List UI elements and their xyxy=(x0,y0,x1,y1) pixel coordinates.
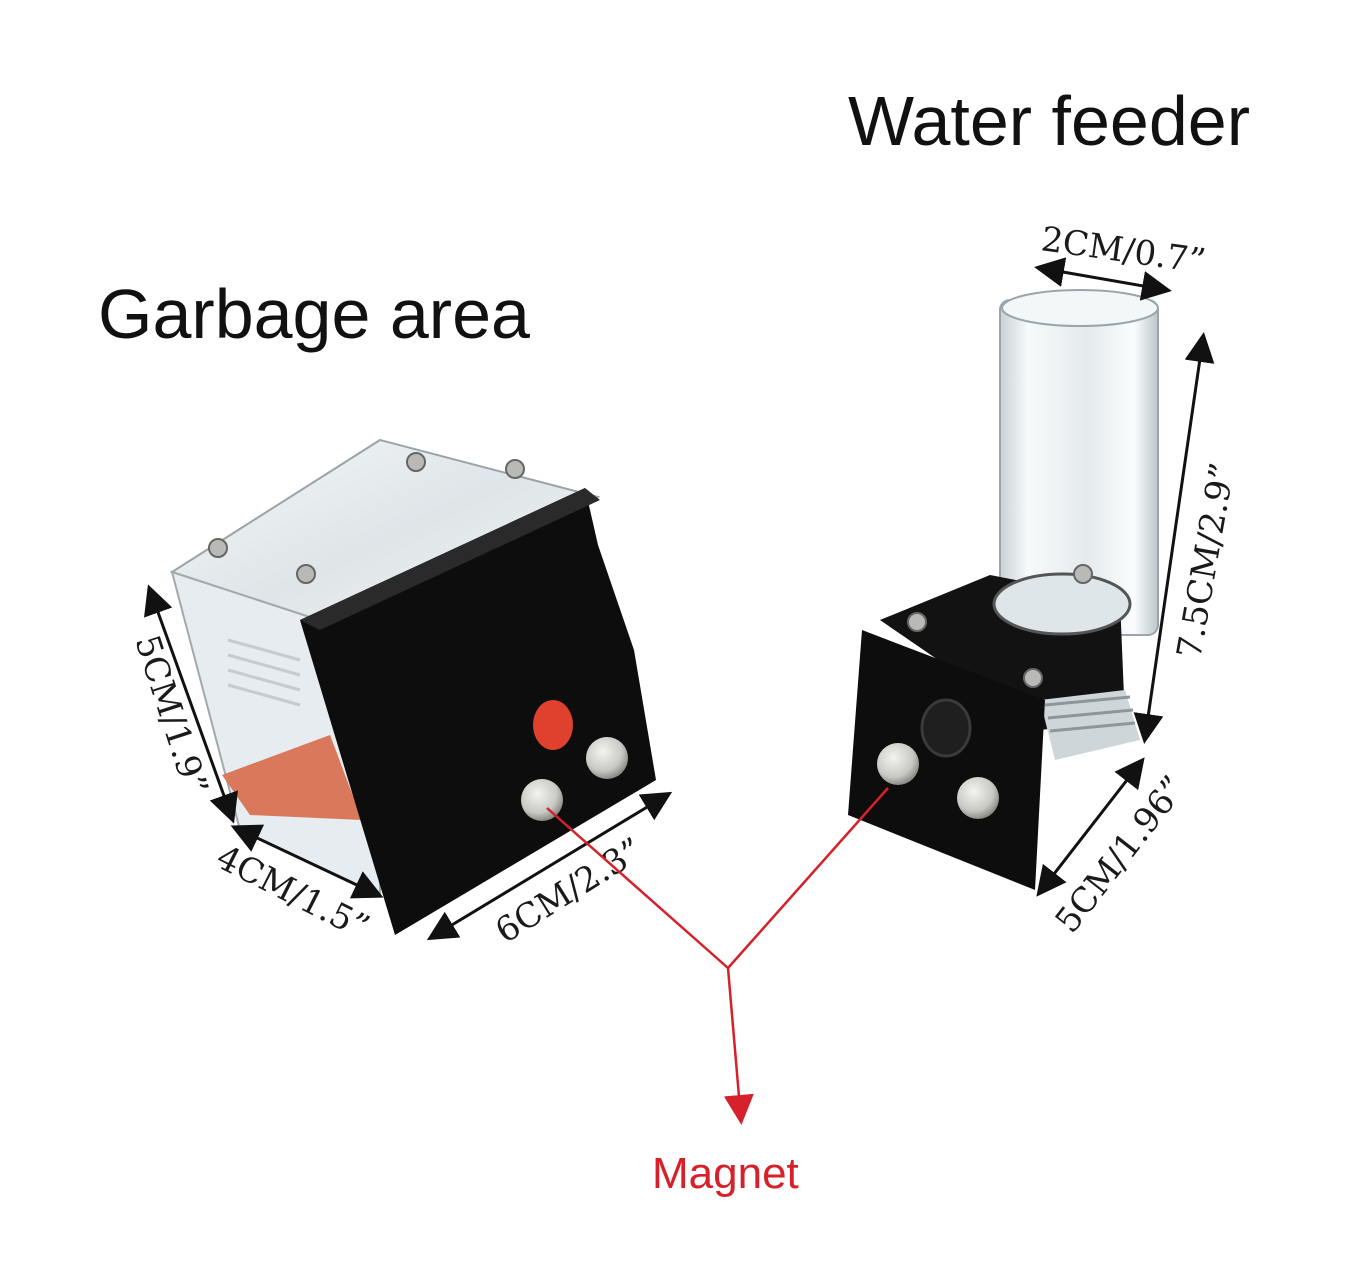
magnet-icon xyxy=(586,737,628,779)
dimension-arrows xyxy=(144,257,1215,941)
water-feeder-module xyxy=(848,289,1159,890)
water-feeder-title: Water feeder xyxy=(848,82,1250,160)
garbage-area-title: Garbage area xyxy=(98,275,530,353)
magnet-icon xyxy=(521,779,563,821)
magnet-icon xyxy=(877,743,919,785)
magnet-icon xyxy=(957,777,999,819)
magnet-label: Magnet xyxy=(652,1149,799,1198)
magnet-pointer-lines xyxy=(546,787,889,1125)
